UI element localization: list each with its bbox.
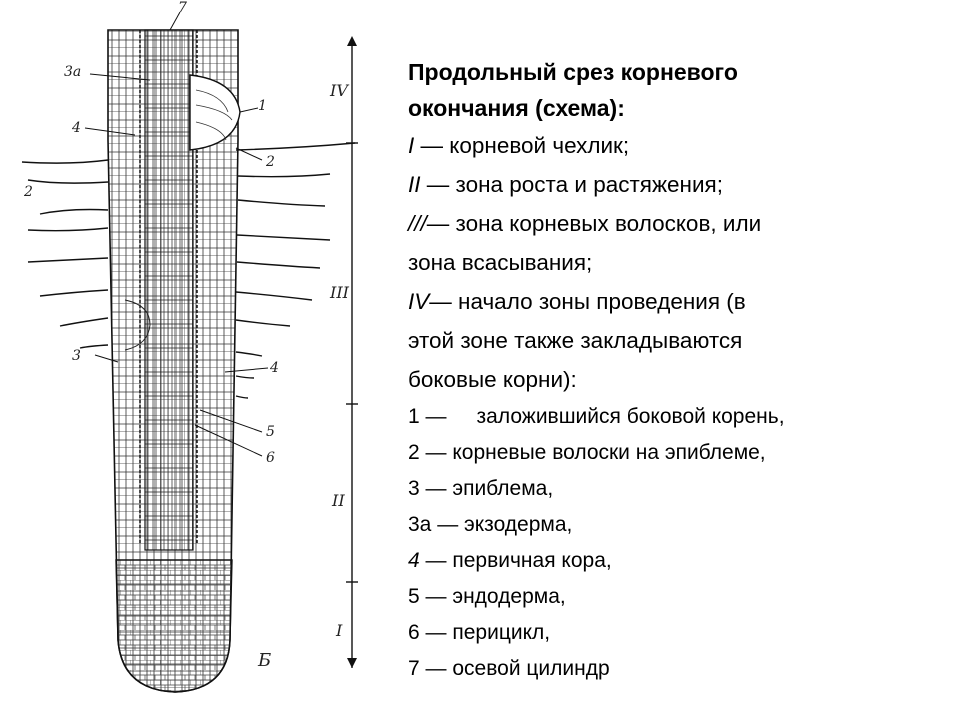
zone-number: I bbox=[408, 133, 415, 158]
legend-item-3: 3 — эпиблема, bbox=[408, 471, 956, 507]
item-dash: — bbox=[419, 549, 447, 572]
zone-text: — зона роста и растяжения; bbox=[420, 172, 723, 197]
zone-text: — начало зоны проведения (в bbox=[429, 289, 746, 314]
root-hairs-right bbox=[235, 142, 356, 399]
legend-title-line-2: окончания (схема): bbox=[408, 95, 625, 121]
lateral-root-primordium bbox=[189, 74, 241, 151]
label-4-left: 4 bbox=[71, 120, 81, 136]
legend-item-2: 2 — корневые волоски на эпиблеме, bbox=[408, 435, 956, 471]
label-2-left: 2 bbox=[23, 184, 33, 200]
label-6-right: 6 bbox=[266, 450, 275, 466]
zone-entry-2: II — зона роста и растяжения; bbox=[408, 165, 956, 204]
zone-entry-4-cont-1: этой зоне также закладываются bbox=[408, 321, 956, 360]
label-5-right: 5 bbox=[266, 424, 275, 440]
label-b: Б bbox=[257, 650, 271, 671]
zone-entry-3-cont: зона всасывания; bbox=[408, 243, 956, 282]
label-4-right: 4 bbox=[269, 360, 279, 376]
leader-lines bbox=[84, 11, 269, 457]
zone-text: — корневой чехлик; bbox=[414, 133, 630, 158]
root-body bbox=[107, 29, 241, 693]
zone-text: боковые корни): bbox=[408, 367, 577, 392]
zone-entry-3: ///— зона корневых волосков, или bbox=[408, 204, 956, 243]
item-dash: — bbox=[419, 657, 447, 680]
item-text: перицикл, bbox=[446, 621, 551, 644]
root-cap bbox=[115, 559, 233, 693]
zone-label-iv: IV bbox=[329, 81, 349, 100]
item-text: эндодерма, bbox=[446, 585, 566, 608]
item-text: первичная кора, bbox=[446, 549, 612, 572]
item-text: заложившийся боковой корень, bbox=[476, 405, 785, 428]
item-dash: — bbox=[431, 513, 459, 536]
legend-item-3a: 3а — экзодерма, bbox=[408, 507, 956, 543]
axial-cylinder bbox=[144, 29, 194, 551]
item-number: 5 bbox=[408, 585, 420, 608]
root-longitudinal-section-diagram: 7 3а 4 2 3 1 2 4 5 6 Б IV III II I bbox=[21, 0, 358, 693]
legend-item-7: 7 — осевой цилиндр bbox=[408, 651, 956, 687]
zone-entry-4-cont-2: боковые корни): bbox=[408, 360, 956, 399]
item-dash: — bbox=[419, 477, 447, 500]
label-3-left: 3 bbox=[72, 348, 81, 364]
zone-number: II bbox=[408, 172, 421, 197]
zone-text: — зона корневых волосков, или bbox=[426, 211, 762, 236]
label-3a: 3а bbox=[64, 64, 81, 80]
item-number: 7 bbox=[408, 657, 420, 680]
zone-label-i: I bbox=[335, 621, 343, 640]
left-primordium bbox=[124, 299, 151, 351]
item-text: корневые волоски на эпиблеме, bbox=[446, 441, 766, 464]
zone-text: зона всасывания; bbox=[408, 250, 593, 275]
item-number: 1 bbox=[408, 405, 420, 428]
item-text: эпиблема, bbox=[446, 477, 554, 500]
root-hairs-left bbox=[21, 159, 109, 349]
item-text: осевой цилиндр bbox=[446, 657, 610, 680]
item-number: 2 bbox=[408, 441, 420, 464]
zone-axis: IV III II I bbox=[329, 36, 358, 668]
zone-label-iii: III bbox=[329, 283, 350, 302]
zone-text: этой зоне также закладываются bbox=[408, 328, 743, 353]
legend-item-6: 6 — перицикл, bbox=[408, 615, 956, 651]
item-number: 6 bbox=[408, 621, 420, 644]
item-dash: — bbox=[419, 621, 447, 644]
item-dash: — bbox=[419, 441, 447, 464]
zone-entry-1: I — корневой чехлик; bbox=[408, 126, 956, 165]
item-number: 4 bbox=[408, 549, 420, 572]
item-text: экзодерма, bbox=[458, 513, 573, 536]
legend-item-5: 5 — эндодерма, bbox=[408, 579, 956, 615]
label-7: 7 bbox=[178, 0, 187, 16]
item-dash: — bbox=[419, 585, 447, 608]
item-dash: — bbox=[419, 405, 447, 428]
label-2-right: 2 bbox=[265, 154, 275, 170]
zone-number: /// bbox=[408, 211, 427, 236]
legend: Продольный срез корневого окончания (схе… bbox=[408, 54, 956, 687]
label-1-right: 1 bbox=[258, 98, 267, 114]
item-number: 3а bbox=[408, 513, 432, 536]
zone-entry-4: IV— начало зоны проведения (в bbox=[408, 282, 956, 321]
legend-title-line-1: Продольный срез корневого bbox=[408, 59, 738, 85]
legend-item-4: 4 — первичная кора, bbox=[408, 543, 956, 579]
zone-number: IV bbox=[408, 289, 430, 314]
legend-item-1: 1 — заложившийся боковой корень, bbox=[408, 399, 956, 435]
item-number: 3 bbox=[408, 477, 420, 500]
lateral-root-primordium-cells bbox=[195, 89, 233, 141]
zone-label-ii: II bbox=[331, 491, 345, 510]
